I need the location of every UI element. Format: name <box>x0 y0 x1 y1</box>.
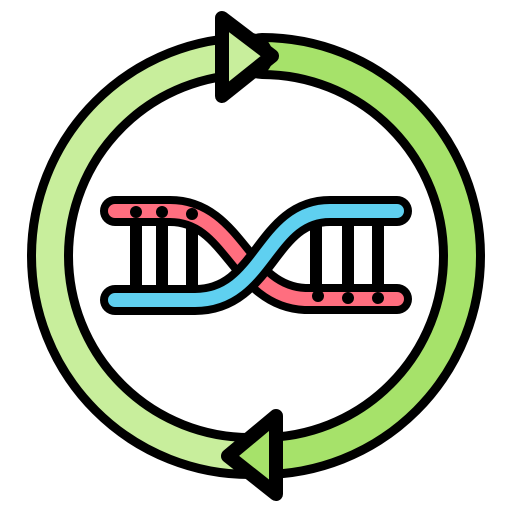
arrow-head-top <box>215 11 279 103</box>
dna-dots <box>130 206 384 304</box>
cycle-arrows <box>27 11 485 501</box>
dna-helix-icon <box>100 196 412 315</box>
arrow-head-bottom <box>221 409 283 501</box>
arrow-arc-right <box>239 33 485 479</box>
